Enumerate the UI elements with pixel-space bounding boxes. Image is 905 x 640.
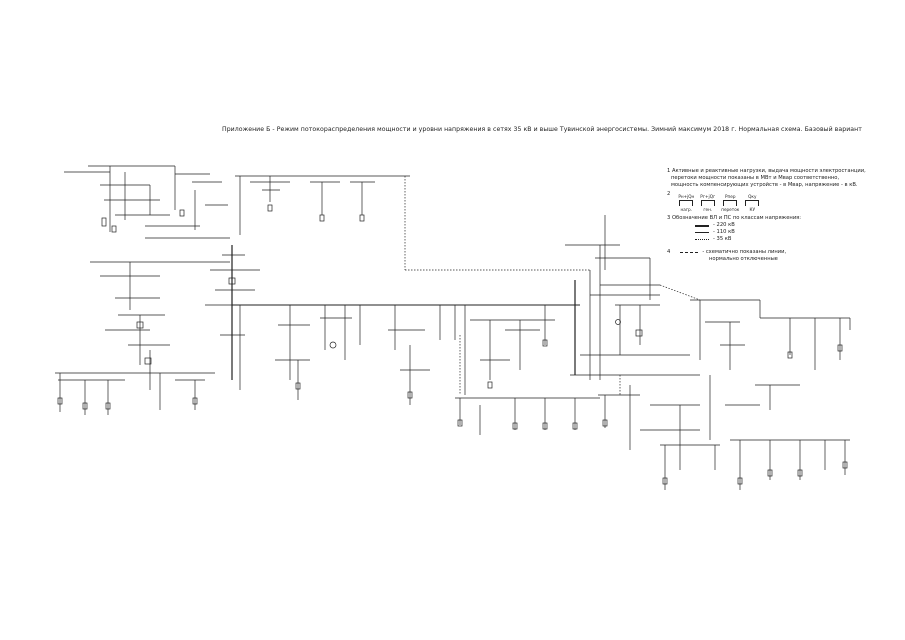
line-35-symbol (695, 239, 709, 240)
line-off-symbol (680, 252, 699, 253)
normally-open-lines (459, 284, 701, 395)
main-bus-110 (232, 304, 580, 405)
cluster-lower-middle (455, 394, 640, 435)
cluster-upper-left (64, 165, 230, 239)
cluster-lower-left (55, 372, 215, 415)
cluster-lower-right (629, 375, 850, 490)
central-trunk (205, 245, 260, 390)
legend-110kv: - 110 кВ (695, 229, 857, 236)
line-220-symbol (695, 224, 709, 227)
legend-item-1-line-3: мощность компенсирующих устройств - в Мв… (671, 182, 858, 188)
legend-item-1-line-2: перетоки мощности показаны в МВт и Мвар … (671, 175, 840, 181)
legend-item-4-line-2: нормально отключенные (709, 256, 778, 262)
legend-item-1-line-1: 1 Активные и реактивные нагрузки, выдача… (667, 168, 866, 174)
cluster-right-upper (690, 299, 851, 370)
cluster-left-middle (90, 261, 230, 390)
diagram-title: Приложение Б - Режим потокораспределения… (222, 126, 862, 133)
cluster-right-complex (565, 215, 700, 380)
line-110-symbol (695, 232, 709, 233)
cluster-middle-right (464, 305, 555, 395)
legend-35kv: - 35 кВ (695, 236, 857, 243)
legend-220kv: - 220 кВ (695, 222, 857, 229)
legend: 1 Активные и реактивные нагрузки, выдача… (667, 168, 866, 263)
legend-item-2-number: 2 (667, 191, 671, 197)
legend-item-3: 3 Обозначение ВЛ и ПС по классам напряже… (667, 215, 802, 221)
cluster-top-middle (235, 175, 590, 271)
legend-item-4-number: 4 (667, 249, 671, 255)
legend-item-4-line-1: - схематично показаны линии, (702, 249, 787, 255)
